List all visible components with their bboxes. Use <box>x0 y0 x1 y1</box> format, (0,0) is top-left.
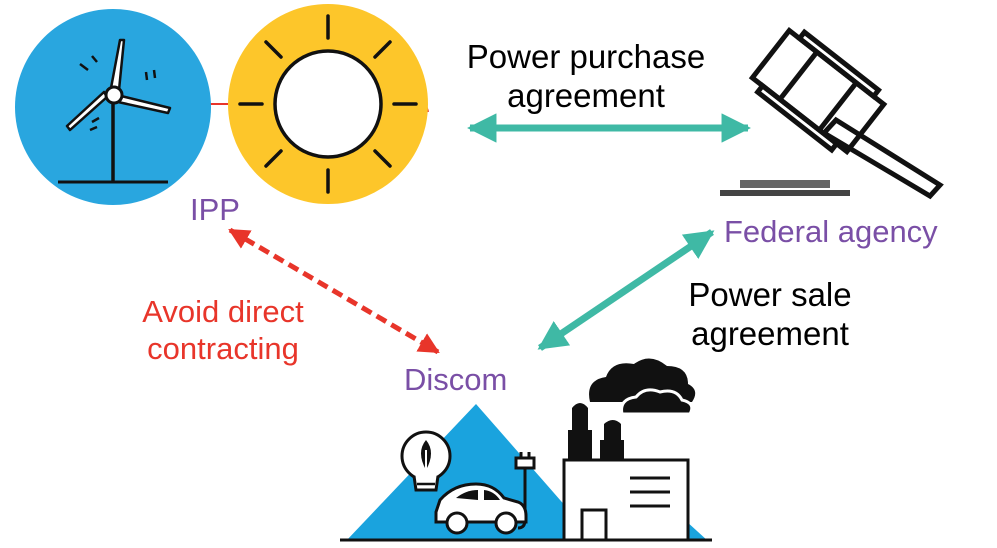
power-sale-arrow <box>537 229 715 351</box>
avoid-contracting-arrow <box>228 227 440 355</box>
electric-car-icon <box>434 482 528 535</box>
cloud-icon <box>589 358 696 416</box>
avoid-direct-contracting-label: Avoid direct contracting <box>118 294 328 367</box>
psa-line-1: Power sale <box>688 276 852 313</box>
wind-turbine-icon <box>15 9 211 205</box>
factory-icon <box>562 403 690 542</box>
psa-line-2: agreement <box>691 314 849 352</box>
avoid-line-1: Avoid direct <box>142 294 304 329</box>
ipp-label: IPP <box>190 192 240 227</box>
mountain-left <box>346 404 596 541</box>
ppa-line-1: Power purchase <box>466 38 706 75</box>
sun-icon <box>228 4 428 204</box>
power-sale-label: Power sale agreement <box>670 276 870 354</box>
federal-agency-label: Federal agency <box>724 214 938 249</box>
avoid-line-2: contracting <box>147 330 299 366</box>
discom-scene-icon <box>340 358 712 542</box>
power-purchase-label: Power purchase agreement <box>445 38 727 116</box>
eco-lightbulb-icon <box>400 430 452 492</box>
gavel-icon <box>720 26 944 200</box>
ppa-line-2: agreement <box>507 76 665 114</box>
discom-label: Discom <box>404 362 508 397</box>
